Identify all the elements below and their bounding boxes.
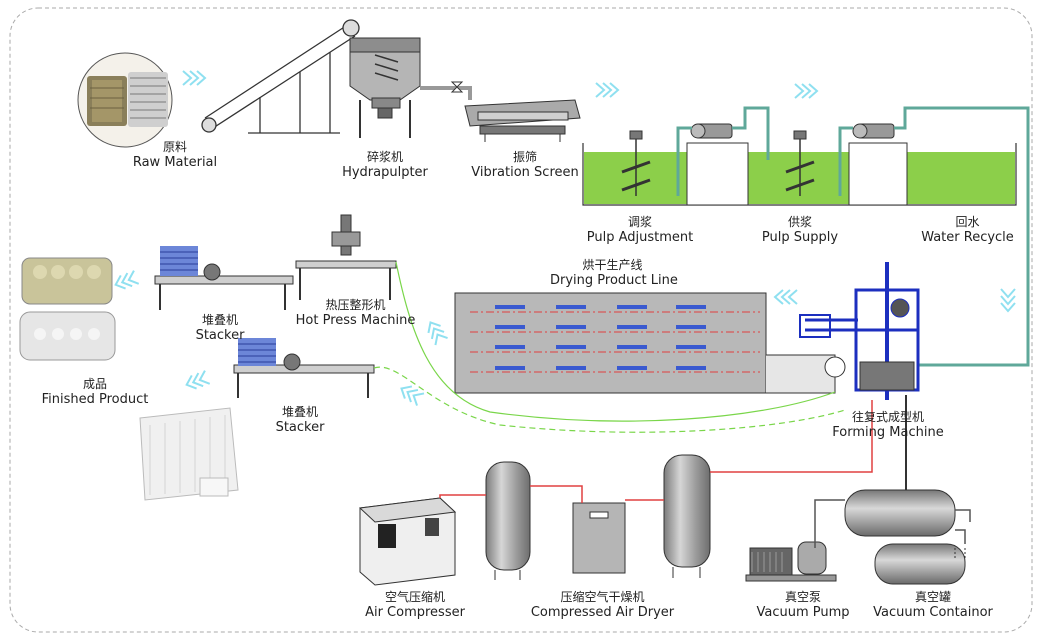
- pulper-outlet-pipe: [420, 81, 472, 100]
- pulp-pipes: [676, 106, 1030, 367]
- flow-arrow-forming-to-drying: [774, 289, 798, 305]
- flow-arrow-to-stacker: [396, 381, 426, 407]
- vacuum-tanks: [814, 489, 971, 585]
- flow-arrow-stacker2-to-product: [183, 369, 211, 393]
- pulp-tanks: [582, 123, 1017, 206]
- finished-product-egg-trays: [19, 257, 116, 361]
- air-tank-left: [485, 461, 531, 580]
- flow-arrow-water-recycle: [1000, 288, 1016, 312]
- air-tank-right: [663, 454, 711, 578]
- air-pipes: [439, 400, 873, 503]
- flow-arrow-to-supply: [794, 83, 818, 99]
- finished-product-trays-stack: [139, 407, 239, 501]
- vibration-screen-machine: [464, 99, 581, 142]
- air-compressor-machine: [358, 497, 457, 586]
- diagram-frame: [9, 7, 1033, 633]
- drying-line-oven: [454, 292, 836, 394]
- stacker-top-machine: [154, 246, 294, 310]
- hydrapulper-machine: [349, 37, 421, 138]
- conveyor-belt: [201, 19, 360, 134]
- stacker-bottom-machine: [233, 338, 375, 398]
- hot-press-machine: [295, 214, 397, 300]
- raw-material-image: [77, 52, 173, 148]
- flow-arrow-to-hot-press: [423, 317, 449, 347]
- conveyor-green-paths: [373, 261, 846, 433]
- flow-arrow-stacker-to-product: [112, 269, 140, 293]
- air-dryer-machine: [572, 502, 626, 574]
- forming-machine: [799, 262, 920, 490]
- vacuum-pump-machine: [745, 541, 837, 582]
- flow-arrow-screen-to-tanks: [595, 82, 619, 98]
- flow-arrow-raw-to-conveyor: [182, 70, 206, 86]
